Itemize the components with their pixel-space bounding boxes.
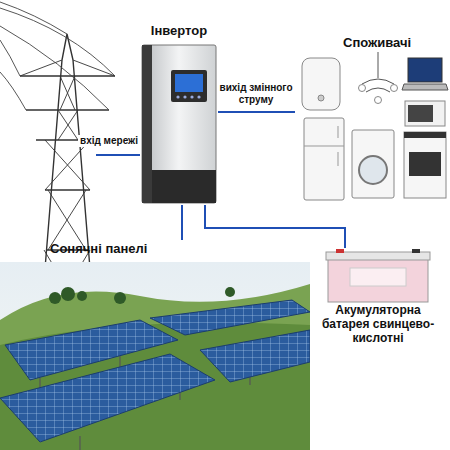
stove-top	[404, 132, 446, 138]
inverter-box: Інвертор	[140, 24, 218, 205]
battery-terminal	[336, 249, 344, 253]
inverter-base	[152, 170, 216, 203]
washer-door	[359, 156, 387, 184]
appliances	[302, 52, 448, 200]
solar-panel-row	[150, 300, 310, 335]
tree	[49, 292, 61, 304]
pylon-arms	[20, 76, 115, 140]
node-label: Інвертор	[140, 24, 218, 39]
washing-machine	[352, 130, 394, 198]
inverter-display	[175, 74, 203, 92]
solar-panels-group: Сонячні панелі	[30, 240, 310, 450]
battery	[326, 249, 430, 302]
consumers-group: Споживачі	[295, 36, 450, 204]
inverter-display-frame	[171, 70, 207, 102]
node-label: Акумуляторна батарея свинцево-кислотні	[310, 304, 446, 345]
laptop-base	[402, 84, 448, 90]
tree	[61, 287, 75, 301]
node-label: Споживачі	[343, 36, 450, 51]
inverter-unit	[142, 45, 216, 203]
tree	[225, 287, 235, 297]
inverter-button	[176, 95, 179, 98]
power-cable	[205, 205, 345, 248]
wire	[0, 8, 115, 76]
inverter-body	[142, 45, 216, 203]
battery-sticker	[350, 268, 406, 286]
battery-lid	[326, 252, 430, 260]
power-cable	[181, 205, 183, 240]
edge-label: вихід змінного струму	[218, 82, 294, 105]
trees	[49, 287, 235, 304]
tree	[114, 292, 126, 304]
power-cable	[218, 111, 295, 113]
wire	[0, 40, 20, 76]
pylon-braces	[45, 190, 90, 250]
inverter-side	[142, 45, 152, 203]
wire	[0, 72, 26, 110]
node-label: Сонячні панелі	[50, 242, 310, 257]
chandelier	[362, 52, 394, 92]
wire	[0, 26, 109, 110]
solar-panel-row	[0, 354, 215, 442]
grid-input-line	[96, 154, 140, 156]
battery-body	[328, 258, 428, 302]
solar-panel-row	[200, 330, 310, 382]
battery-terminal	[412, 249, 420, 253]
solar-field-photo	[0, 262, 310, 450]
sky	[0, 262, 310, 450]
stove	[404, 132, 446, 198]
oven-window	[409, 152, 441, 176]
lamp-bulb	[359, 85, 366, 92]
microwave-window	[408, 105, 433, 122]
inverter-button	[190, 95, 193, 98]
wire	[0, 2, 67, 34]
hill	[0, 284, 310, 450]
inverter-button	[197, 95, 200, 98]
microwave	[405, 101, 445, 126]
fridge	[304, 118, 344, 200]
fridge-lines	[304, 126, 344, 166]
lamp-bulb	[375, 97, 382, 104]
battery-box: Акумуляторна батарея свинцево-кислотні	[308, 248, 448, 349]
tree	[77, 291, 87, 301]
lamp-bulb	[391, 85, 398, 92]
water-heater-dial	[318, 95, 324, 101]
power-wires	[0, 2, 115, 110]
water-heater	[302, 58, 340, 110]
inverter-button	[183, 95, 186, 98]
laptop-screen	[408, 58, 442, 82]
line-label: вхід мережі	[78, 135, 140, 147]
